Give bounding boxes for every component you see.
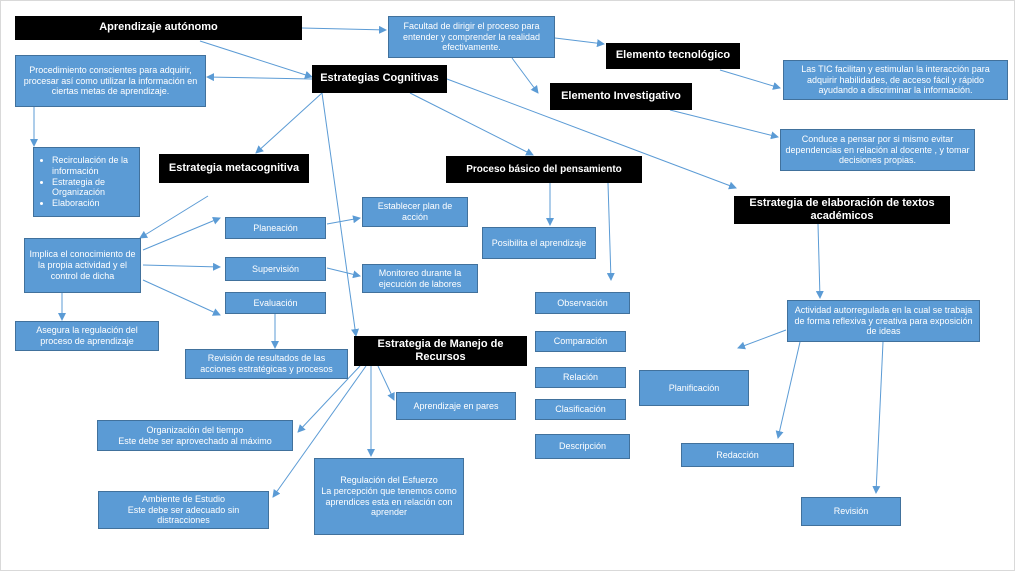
node-label: Comparación	[553, 336, 608, 347]
list-item: Recirculación de la información	[52, 155, 135, 177]
node-label: Conduce a pensar por si mismo evitar dep…	[785, 133, 970, 166]
node-estrategias-cognitivas: Estrategias Cognitivas	[312, 65, 447, 93]
node-revision-resultados: Revisión de resultados de las acciones e…	[185, 349, 348, 379]
node-aprendizaje-autonomo: Aprendizaje autónomo	[15, 16, 302, 40]
node-comparacion: Comparación	[535, 331, 626, 352]
node-label: Descripción	[558, 441, 607, 452]
node-label: Evaluación	[253, 297, 298, 308]
node-revision: Revisión	[801, 497, 901, 526]
node-monitoreo: Monitoreo durante la ejecución de labore…	[362, 264, 478, 293]
node-label: Proceso básico del pensamiento	[466, 163, 622, 175]
list-item: Elaboración	[52, 198, 135, 209]
node-elemento-tecnologico: Elemento tecnológico	[606, 43, 740, 69]
node-label: Revisión	[833, 506, 869, 517]
node-organizacion-tiempo: Organización del tiempo Este debe ser ap…	[97, 420, 293, 451]
node-implica: Implica el conocimiento de la propia act…	[24, 238, 141, 293]
node-aprendizaje-pares: Aprendizaje en pares	[396, 392, 516, 420]
node-label: Establecer plan de acción	[377, 201, 453, 222]
node-label: Estrategia metacognitiva	[168, 161, 300, 174]
node-evaluacion: Evaluación	[225, 292, 326, 314]
node-label: Monitoreo durante la ejecución de labore…	[378, 267, 462, 289]
node-label: Implica el conocimiento de la propia act…	[29, 249, 136, 281]
node-proceso-basico: Proceso básico del pensamiento	[446, 156, 642, 183]
node-label: Estrategia de Manejo de Recursos	[377, 337, 504, 363]
node-redaccion: Redacción	[681, 443, 794, 467]
node-planificacion: Planificación	[639, 370, 749, 406]
node-label: Las TIC facilitan y estimulan la interac…	[801, 63, 990, 96]
list-item: Estrategia de Organización	[52, 177, 135, 199]
node-label: Relación	[562, 372, 599, 383]
node-planeacion: Planeación	[225, 217, 326, 239]
node-label: Planeación	[253, 222, 298, 233]
node-detail: Este debe ser aprovechado al máximo	[118, 435, 272, 446]
node-label: Redacción	[716, 449, 759, 460]
node-detail: Este debe ser adecuado sin distracciones	[127, 504, 240, 526]
node-clasificacion: Clasificación	[535, 399, 626, 420]
node-label: Estrategia de elaboración de textos acad…	[749, 196, 935, 222]
node-facultad: Facultad de dirigir el proceso para ente…	[388, 16, 555, 58]
node-label: Revisión de resultados de las acciones e…	[200, 353, 333, 374]
node-title: Ambiente de Estudio	[141, 493, 226, 504]
node-label: Observación	[557, 297, 608, 308]
node-label: Posibilita el aprendizaje	[491, 237, 587, 248]
node-conduce: Conduce a pensar por si mismo evitar dep…	[780, 129, 975, 171]
node-title: Regulación del Esfuerzo	[340, 474, 438, 485]
node-establecer-plan: Establecer plan de acción	[362, 197, 468, 227]
node-label: Clasificación	[555, 404, 606, 415]
node-label: Elemento Investigativo	[561, 89, 681, 102]
node-recirculacion: Recirculación de la información Estrateg…	[33, 147, 140, 217]
node-label: Estrategias Cognitivas	[320, 72, 439, 85]
node-label: Supervisión	[251, 263, 300, 274]
node-ambiente-estudio: Ambiente de Estudio Este debe ser adecua…	[98, 491, 269, 529]
node-regulacion-esfuerzo: Regulación del Esfuerzo La percepción qu…	[314, 458, 464, 535]
node-observacion: Observación	[535, 292, 630, 314]
node-detail: La percepción que tenemos como aprendice…	[321, 485, 457, 518]
node-descripcion: Descripción	[535, 434, 630, 459]
node-relacion: Relación	[535, 367, 626, 388]
node-posibilita: Posibilita el aprendizaje	[482, 227, 596, 259]
node-elemento-investigativo: Elemento Investigativo	[550, 83, 692, 110]
node-label: Elemento tecnológico	[615, 49, 731, 62]
node-procedimiento: Procedimiento conscientes para adquirir,…	[15, 55, 206, 107]
node-label: Asegura la regulación del proceso de apr…	[36, 325, 138, 346]
node-estrategia-metacognitiva: Estrategia metacognitiva	[159, 154, 309, 183]
node-supervision: Supervisión	[225, 257, 326, 281]
node-label: Aprendizaje autónomo	[99, 21, 218, 34]
node-label: Aprendizaje en pares	[413, 400, 499, 411]
node-label: Facultad de dirigir el proceso para ente…	[402, 20, 541, 53]
recirculacion-list: Recirculación de la información Estrateg…	[38, 155, 135, 209]
node-tic: Las TIC facilitan y estimulan la interac…	[783, 60, 1008, 100]
node-label: Planificación	[668, 382, 720, 393]
node-label: Actividad autorregulada en la cual se tr…	[794, 304, 973, 337]
node-actividad: Actividad autorregulada en la cual se tr…	[787, 300, 980, 342]
node-manejo-recursos: Estrategia de Manejo de Recursos	[354, 336, 527, 366]
node-asegura: Asegura la regulación del proceso de apr…	[15, 321, 159, 351]
node-title: Organización del tiempo	[146, 424, 244, 435]
node-elaboracion-textos: Estrategia de elaboración de textos acad…	[734, 196, 950, 224]
node-label: Procedimiento conscientes para adquirir,…	[23, 64, 198, 97]
